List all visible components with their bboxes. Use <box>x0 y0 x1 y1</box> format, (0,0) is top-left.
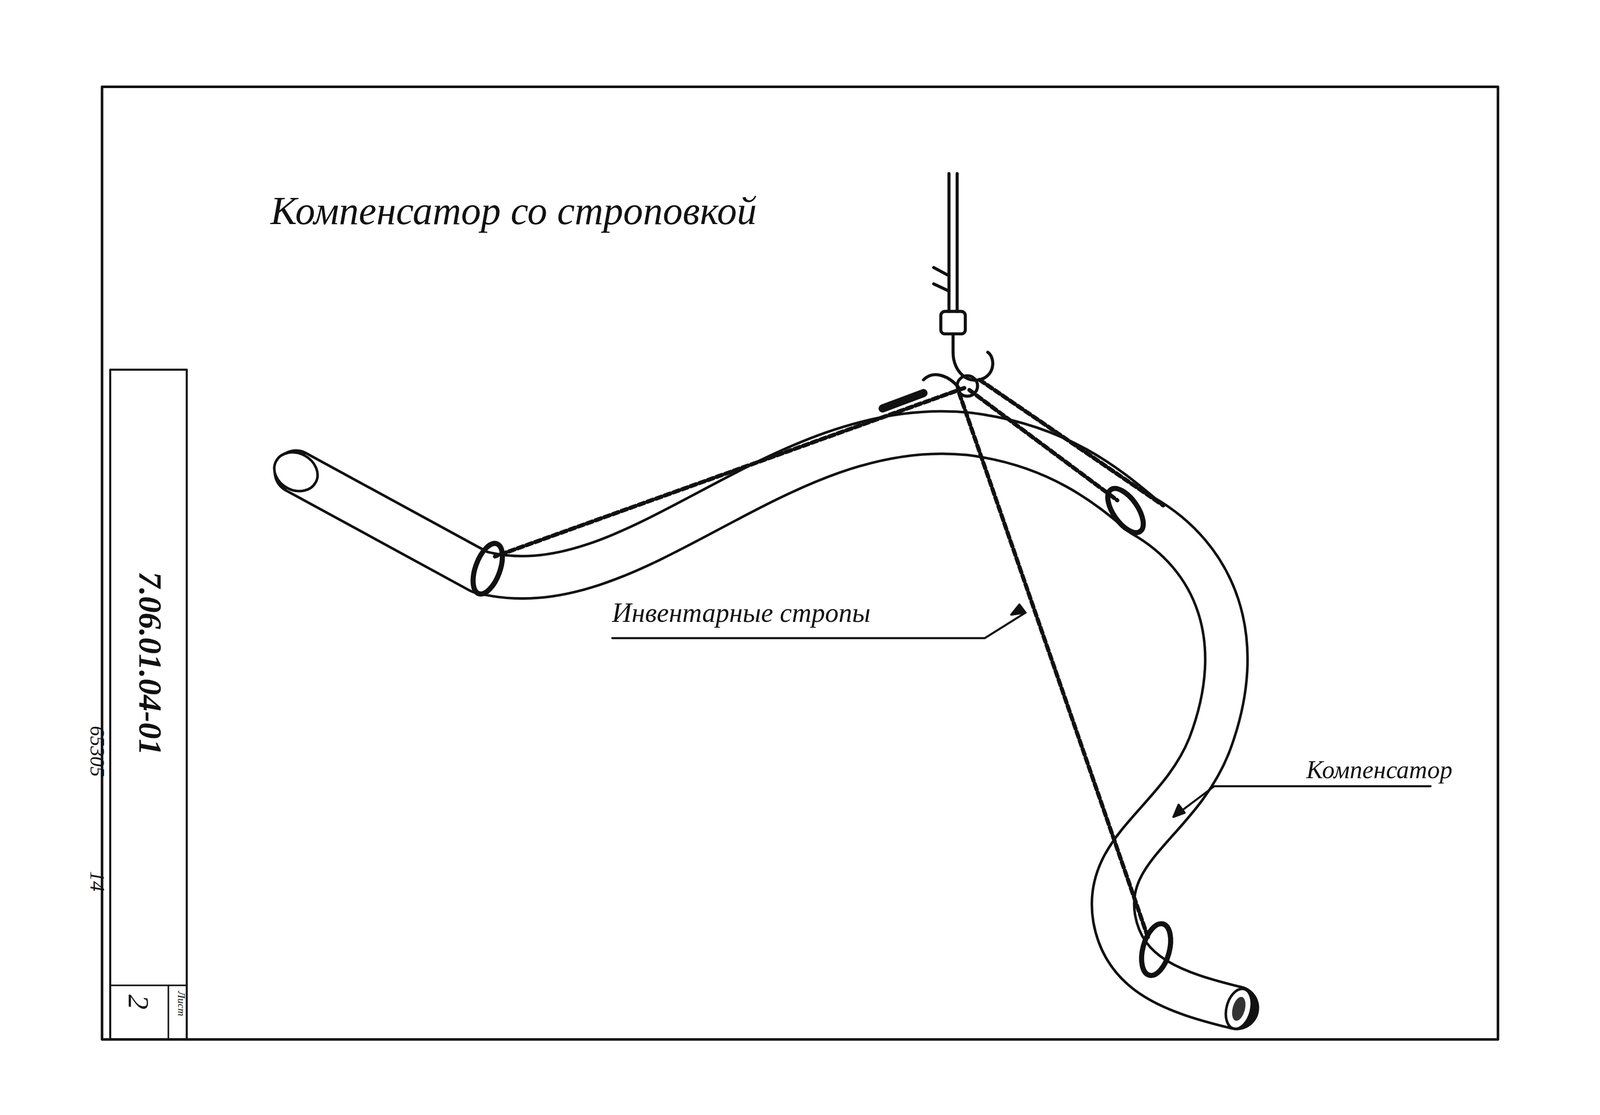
pipe-fill <box>296 432 1238 1008</box>
sling-clamp <box>467 482 1177 979</box>
sheet-number: 2 <box>123 994 154 1010</box>
leader-line <box>612 604 1431 817</box>
crane-hook <box>933 173 993 397</box>
callout-label: Инвентарные стропы <box>612 598 871 627</box>
drawing-frame <box>102 86 1498 1040</box>
drawing-title: Компенсатор со строповкой <box>270 191 757 231</box>
archive-number: 65305 <box>87 725 108 777</box>
inventory-sling <box>494 374 1164 938</box>
pipe-outline <box>296 432 1238 1008</box>
document-code: 7.06.01.04-01 <box>134 571 167 756</box>
stamp-strip <box>110 369 187 1040</box>
sheet-caption: Лист <box>176 990 187 1017</box>
callout-label: Компенсатор <box>1306 757 1453 783</box>
archive-number: 14 <box>87 870 108 892</box>
